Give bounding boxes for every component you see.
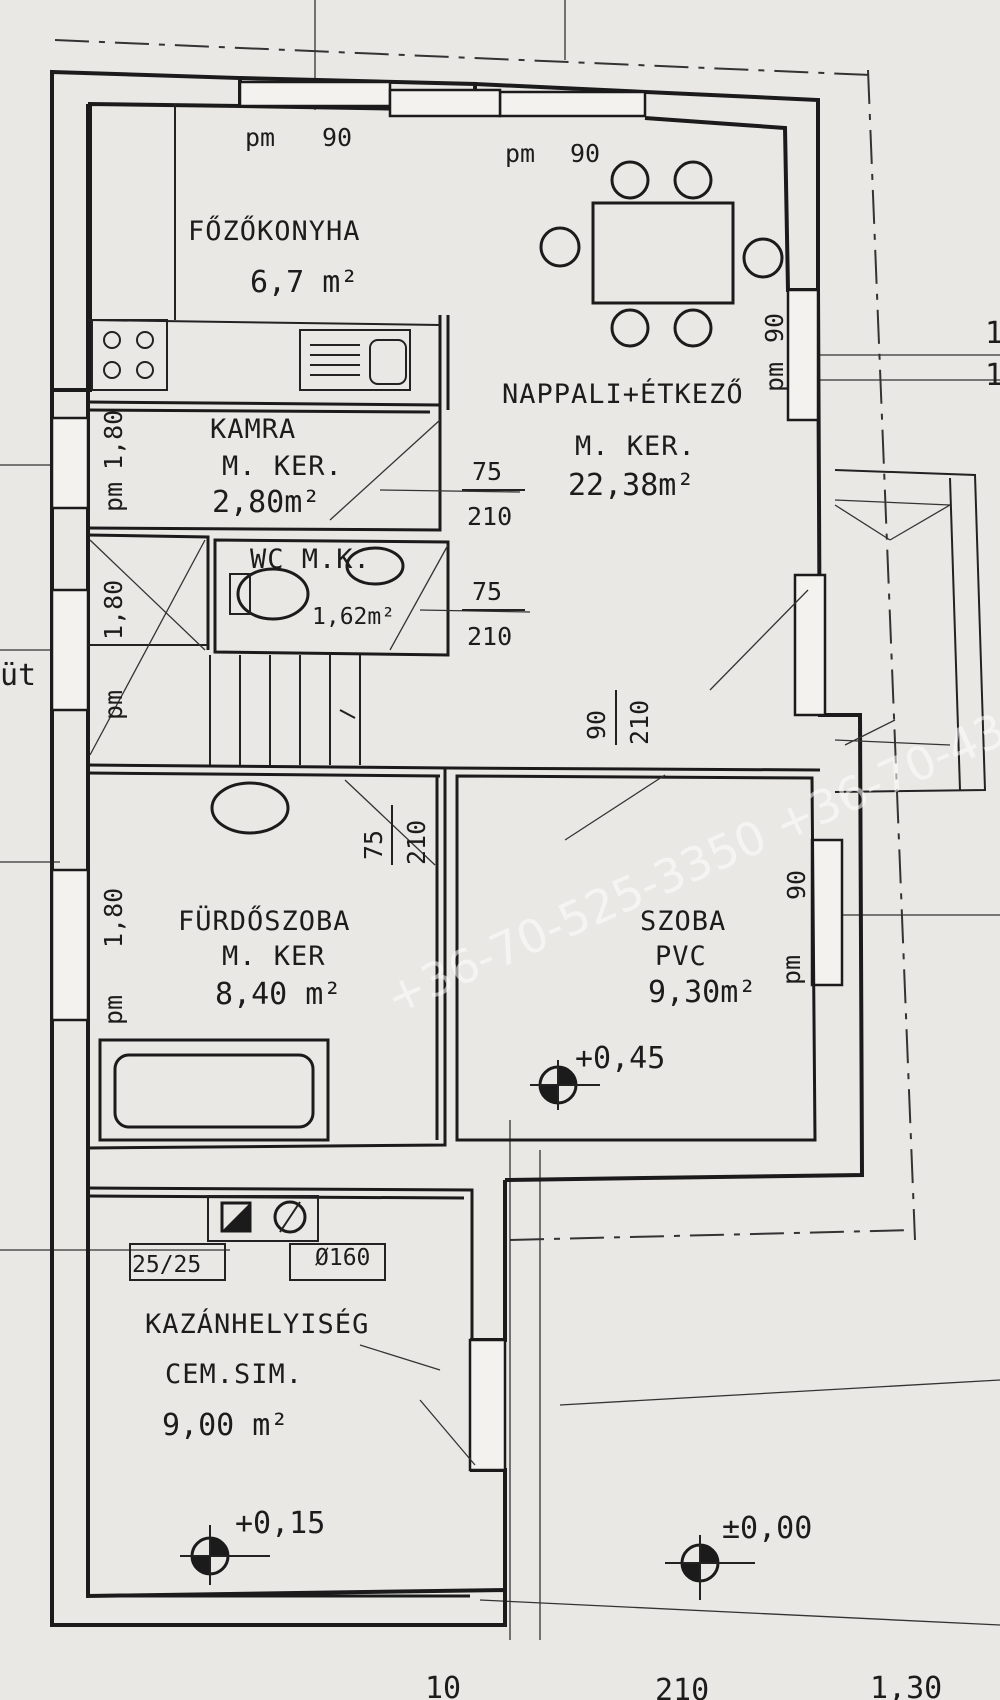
stairs	[88, 539, 361, 765]
bath-fixtures	[98, 781, 330, 1142]
edge-bottom-mid: 210	[655, 1673, 709, 1700]
room-wc-area: 1,62m²	[312, 604, 395, 630]
kitchen-fittings	[87, 104, 441, 391]
edge-left-cut: üt	[0, 658, 36, 693]
living-side-width: 90	[760, 313, 789, 343]
room-kazan-area: 9,00 m²	[162, 1408, 288, 1443]
window-kitchen	[238, 80, 392, 108]
window-stair	[50, 588, 90, 712]
kitchen-window-width: 90	[322, 123, 352, 152]
room-nappali-name: NAPPALI+ÉTKEZŐ	[502, 378, 744, 410]
room-wc-name: WC M.K.	[250, 544, 371, 575]
chimney-icon	[129, 1195, 386, 1281]
kamra-window-height: 1,80	[99, 410, 128, 470]
interior-walls	[87, 315, 821, 1340]
room-kazan-floor: CEM.SIM.	[165, 1359, 303, 1390]
room-kazan-name: KAZÁNHELYISÉG	[145, 1308, 369, 1340]
room-furdoszoba-area: 8,40 m²	[215, 977, 341, 1012]
wc-door-width: 75	[472, 577, 502, 606]
edge-bottom-left: 10	[425, 1671, 461, 1700]
room-nappali-area: 22,38m²	[568, 468, 694, 503]
room-furdoszoba-floor: M. KER	[222, 941, 326, 972]
wc-door-height: 210	[467, 622, 512, 651]
window-pier	[388, 88, 502, 118]
stove-icon	[91, 319, 168, 391]
edge-bottom-right: 1,30	[870, 1671, 942, 1700]
toilet-icon	[236, 567, 310, 621]
room-kamra-area: 2,80m²	[212, 485, 320, 520]
window-kamra	[50, 416, 90, 510]
level-szoba: +0,45	[575, 1041, 665, 1076]
room-labels: FŐZŐKONYHA 6,7 m² NAPPALI+ÉTKEZŐ M. KER.…	[145, 215, 756, 1443]
bath-window-height: 1,80	[99, 888, 128, 948]
dimension-labels: pm 90 pm 90 pm 90 pm 1,80 pm 1,80 pm 1,8…	[99, 123, 811, 1278]
bath-sink-icon	[210, 781, 290, 835]
level-marker-kazan-icon	[180, 1525, 270, 1585]
szoba-door-height: 210	[625, 700, 654, 745]
room-szoba-area: 9,30m²	[648, 975, 756, 1010]
level-outside: ±0,00	[722, 1511, 812, 1546]
terrace-outline	[834, 469, 987, 793]
living-side-pm: pm	[760, 362, 789, 392]
axis-lines	[0, 0, 1000, 1640]
room-nappali-floor: M. KER.	[575, 431, 696, 462]
door-kazan	[468, 1338, 507, 1472]
room-kamra-floor: M. KER.	[222, 451, 343, 482]
wc-fixtures	[229, 546, 405, 621]
level-marker-szoba-icon	[530, 1060, 600, 1110]
szoba-window-width: 90	[782, 870, 811, 900]
stair-window-pm: pm	[99, 690, 128, 720]
kamra-door-width: 75	[472, 457, 502, 486]
room-furdoszoba-name: FÜRDŐSZOBA	[178, 905, 351, 937]
room-szoba-name: SZOBA	[640, 906, 726, 937]
chimney-size: 25/25	[132, 1252, 201, 1278]
stair-window-height: 1,80	[99, 580, 128, 640]
level-labels: +0,45 +0,15 ±0,00	[235, 1041, 812, 1546]
window-szoba	[810, 838, 844, 987]
bath-door-height: 210	[402, 820, 431, 865]
windows	[50, 80, 844, 1472]
room-fozokonyha-name: FŐZŐKONYHA	[188, 215, 361, 247]
living-window-pm: pm	[505, 139, 535, 168]
kitchen-window-pm: pm	[245, 123, 275, 152]
edge-right-b: 1	[985, 358, 1000, 393]
dining-table-icon	[539, 160, 784, 348]
door-swings	[329, 419, 809, 1466]
room-szoba-floor: PVC	[655, 941, 707, 972]
level-kazan: +0,15	[235, 1506, 325, 1541]
window-living-top	[498, 90, 647, 118]
szoba-door-width: 90	[582, 710, 611, 740]
level-marker-outside-icon	[665, 1535, 755, 1600]
edge-labels: 10 210 1,30 üt 1 1	[0, 316, 1000, 1700]
bath-window-pm: pm	[99, 995, 128, 1025]
window-bath	[50, 868, 90, 1022]
wc-sink-icon	[345, 546, 405, 586]
flue-diameter: Ø160	[315, 1245, 370, 1271]
szoba-window-pm: pm	[777, 955, 806, 985]
window-living-side	[786, 288, 820, 422]
bath-door-width: 75	[359, 830, 388, 860]
phone-watermark: +36-70-525-3350 +36-70-431-6	[378, 672, 1000, 1025]
sink-icon	[299, 329, 411, 391]
bathtub-icon	[98, 1038, 330, 1142]
room-fozokonyha-area: 6,7 m²	[250, 265, 358, 300]
edge-right-a: 1	[985, 316, 1000, 351]
room-kamra-name: KAMRA	[210, 414, 296, 445]
living-window-width: 90	[570, 139, 600, 168]
kamra-window-pm: pm	[99, 482, 128, 512]
kamra-door-height: 210	[467, 502, 512, 531]
door-terrace	[793, 573, 827, 717]
